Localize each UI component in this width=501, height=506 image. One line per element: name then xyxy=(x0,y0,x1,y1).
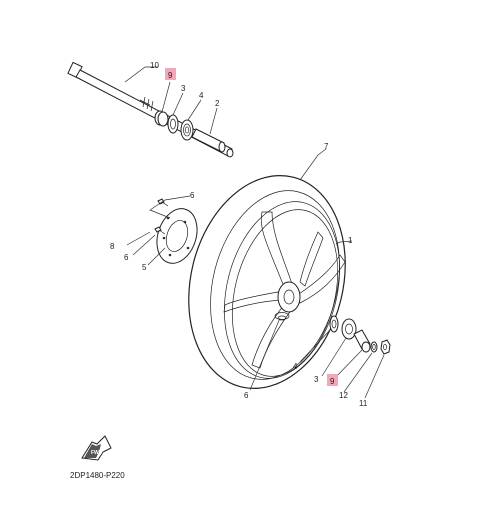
axle-nut xyxy=(380,339,391,355)
oil-seal-top xyxy=(167,114,179,134)
collar-bottom xyxy=(353,329,371,353)
callout-5: 5 xyxy=(142,263,147,272)
callout-10: 10 xyxy=(150,61,159,70)
callout-1: 1 xyxy=(348,236,353,245)
collar-top xyxy=(154,110,169,127)
wheel-assembly xyxy=(188,175,346,389)
fwd-label: FWD xyxy=(91,450,103,456)
callout-3-top: 3 xyxy=(181,84,186,93)
callout-4-bottom: 4 xyxy=(293,362,298,371)
bearing-bottom xyxy=(329,315,339,333)
callout-8: 8 xyxy=(110,242,115,251)
washer xyxy=(370,341,378,353)
bearing-top xyxy=(180,119,194,141)
callout-11: 11 xyxy=(359,399,368,408)
callout-3-bottom: 3 xyxy=(314,375,319,384)
callout-7: 7 xyxy=(324,142,329,151)
callout-9-bottom: 9 xyxy=(330,377,335,386)
callout-4-top: 4 xyxy=(199,91,204,100)
callout-6-a: 6 xyxy=(190,191,195,200)
oil-seal-bottom xyxy=(341,318,357,340)
leader-lines xyxy=(124,66,385,399)
callout-9-top: 9 xyxy=(168,71,173,80)
fwd-arrow-icon: FWD xyxy=(81,435,112,461)
callouts: 10 9 3 4 2 7 6 8 6 5 1 4 6 3 9 12 11 xyxy=(110,61,368,408)
callout-6-c: 6 xyxy=(244,391,249,400)
spacer xyxy=(191,128,226,153)
highlight-box-bottom xyxy=(327,374,338,386)
diagram-code: 2DP1480-P220 xyxy=(70,471,125,480)
callout-6-b: 6 xyxy=(124,253,129,262)
callout-12: 12 xyxy=(339,391,348,400)
disc-bolts xyxy=(154,198,169,235)
highlight-box-top xyxy=(165,68,176,80)
callout-2: 2 xyxy=(215,99,220,108)
